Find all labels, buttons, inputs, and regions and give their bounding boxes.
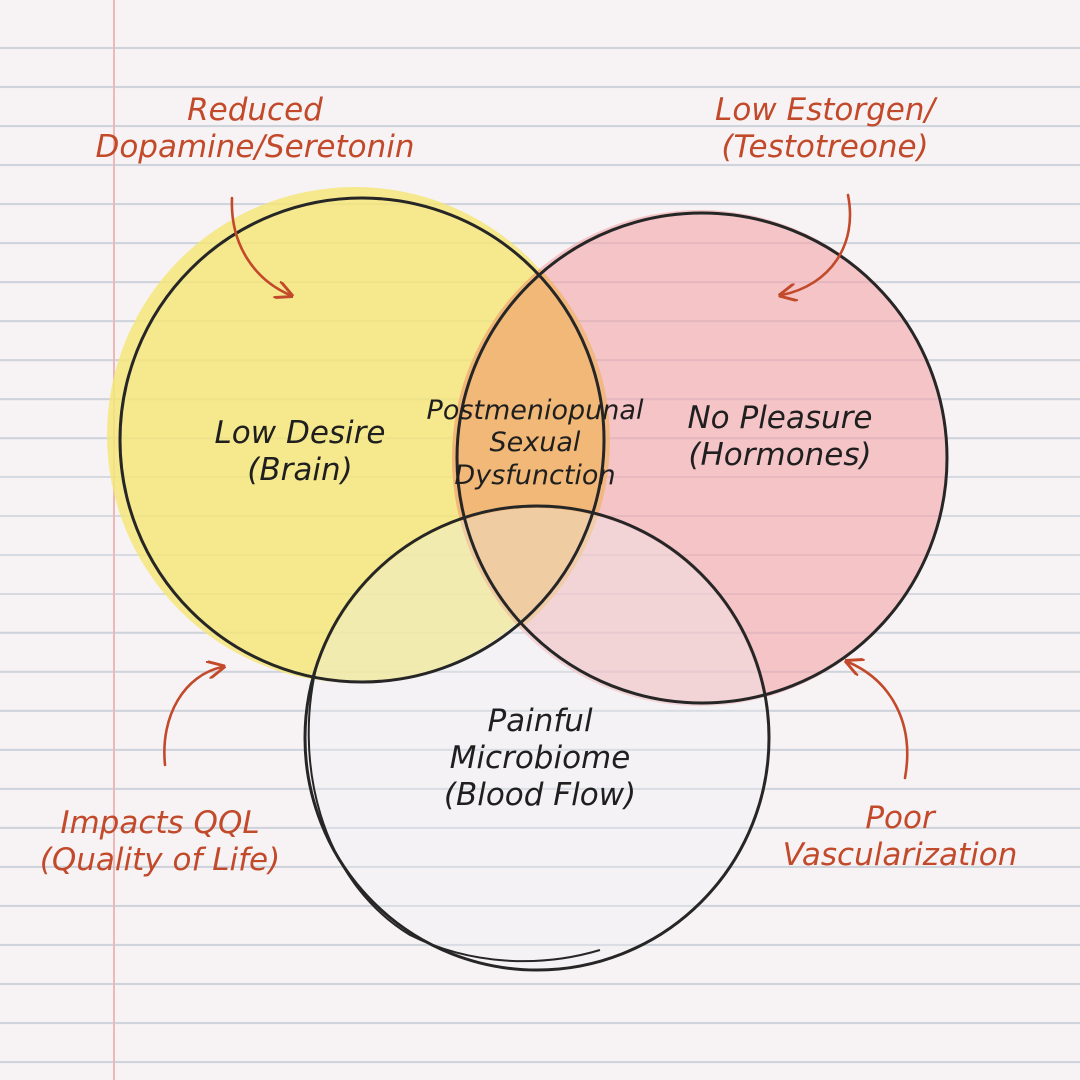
center-overlap-label: Postmeniopunal Sexual Dysfunction xyxy=(426,395,644,491)
annotation-bottom-right: Poor Vascularization xyxy=(782,800,1018,874)
arrow-top-right xyxy=(782,193,852,295)
brain-circle-label: Low Desire (Brain) xyxy=(214,415,386,489)
brain-circle-outline xyxy=(118,196,606,684)
blood-flow-circle-outline xyxy=(303,504,771,972)
annotation-bottom-left: Impacts QQL (Quality of Life) xyxy=(39,805,281,879)
arrow-bottom-right xyxy=(848,662,909,780)
hormones-circle-label: No Pleasure (Hormones) xyxy=(687,400,873,474)
blood-flow-circle-sketch-stroke xyxy=(307,659,601,963)
margin-line xyxy=(113,0,115,1080)
hormones-circle-outline xyxy=(455,211,949,705)
blood-flow-circle-fill xyxy=(307,508,767,968)
annotation-top-left: Reduced Dopamine/Seretonin xyxy=(95,92,415,166)
arrow-top-left xyxy=(230,196,290,295)
annotation-top-right: Low Estorgen/ (Testotreone) xyxy=(715,92,935,166)
arrow-bottom-left xyxy=(163,667,222,767)
blood-flow-circle-label: Painful Microbiome (Blood Flow) xyxy=(443,703,637,814)
